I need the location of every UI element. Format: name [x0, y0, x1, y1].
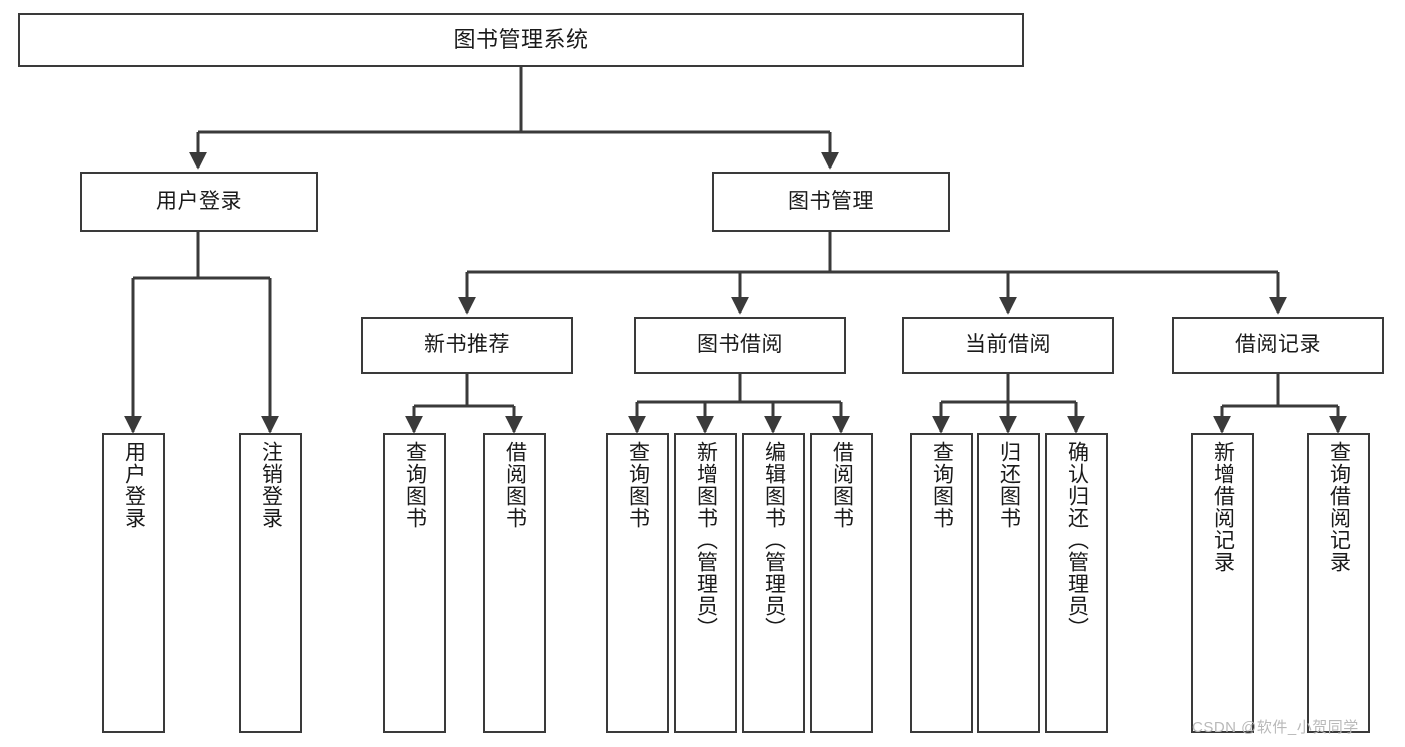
node-root-label: 图书管理系统: [453, 27, 589, 53]
node-new-book-recommend[interactable]: 新书推荐: [361, 317, 573, 374]
node-leaf-query-book-2-label: 查询图书: [626, 441, 650, 529]
node-leaf-confirm-return[interactable]: 确认归还（管理员）: [1045, 433, 1108, 733]
node-book-borrow[interactable]: 图书借阅: [634, 317, 846, 374]
node-leaf-add-borrow-record[interactable]: 新增借阅记录: [1191, 433, 1254, 733]
node-leaf-add-book[interactable]: 新增图书（管理员）: [674, 433, 737, 733]
node-book-management[interactable]: 图书管理: [712, 172, 950, 232]
node-leaf-borrow-book-1[interactable]: 借阅图书: [483, 433, 546, 733]
node-borrow-record-label: 借阅记录: [1235, 333, 1321, 357]
node-new-book-recommend-label: 新书推荐: [424, 333, 510, 357]
node-leaf-query-borrow-record-label: 查询借阅记录: [1327, 441, 1351, 573]
node-leaf-user-login-label: 用户登录: [122, 441, 146, 529]
node-leaf-confirm-return-label: 确认归还（管理员）: [1065, 441, 1089, 639]
node-current-borrow-label: 当前借阅: [965, 333, 1051, 357]
node-leaf-query-book-3-label: 查询图书: [930, 441, 954, 529]
node-leaf-add-borrow-record-label: 新增借阅记录: [1211, 441, 1235, 573]
node-user-login-label: 用户登录: [156, 189, 242, 213]
node-leaf-return-book[interactable]: 归还图书: [977, 433, 1040, 733]
node-current-borrow[interactable]: 当前借阅: [902, 317, 1114, 374]
node-leaf-query-book-1-label: 查询图书: [403, 441, 427, 529]
node-leaf-user-login[interactable]: 用户登录: [102, 433, 165, 733]
node-book-management-label: 图书管理: [788, 189, 874, 213]
node-leaf-add-book-label: 新增图书（管理员）: [694, 441, 718, 639]
node-leaf-query-borrow-record[interactable]: 查询借阅记录: [1307, 433, 1370, 733]
node-leaf-query-book-1[interactable]: 查询图书: [383, 433, 446, 733]
node-leaf-edit-book[interactable]: 编辑图书（管理员）: [742, 433, 805, 733]
node-leaf-logout-login[interactable]: 注销登录: [239, 433, 302, 733]
node-leaf-return-book-label: 归还图书: [997, 441, 1021, 529]
node-leaf-edit-book-label: 编辑图书（管理员）: [762, 441, 786, 639]
node-leaf-borrow-book-1-label: 借阅图书: [503, 441, 527, 529]
node-leaf-borrow-book-2[interactable]: 借阅图书: [810, 433, 873, 733]
node-leaf-logout-login-label: 注销登录: [259, 441, 283, 529]
node-leaf-query-book-3[interactable]: 查询图书: [910, 433, 973, 733]
csdn-watermark: CSDN @软件_小贺同学: [1192, 719, 1359, 736]
node-leaf-borrow-book-2-label: 借阅图书: [830, 441, 854, 529]
node-user-login[interactable]: 用户登录: [80, 172, 318, 232]
node-leaf-query-book-2[interactable]: 查询图书: [606, 433, 669, 733]
node-borrow-record[interactable]: 借阅记录: [1172, 317, 1384, 374]
node-book-borrow-label: 图书借阅: [697, 333, 783, 357]
node-root[interactable]: 图书管理系统: [18, 13, 1024, 67]
